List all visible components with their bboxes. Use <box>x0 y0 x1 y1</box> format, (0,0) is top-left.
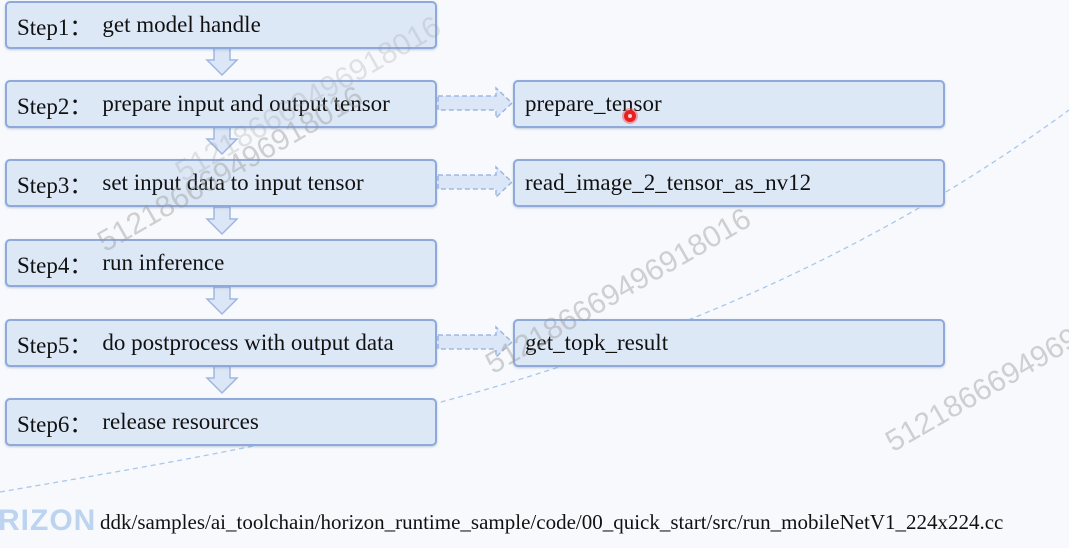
function-get-topk: get_topk_result <box>513 319 945 367</box>
horizon-logo: RIZON <box>0 504 97 537</box>
step-description: prepare input and output tensor <box>102 91 390 116</box>
step-number: Step4： <box>17 253 93 278</box>
step-description: set input data to input tensor <box>102 170 364 195</box>
step-2-box: Step2： prepare input and output tensor <box>5 80 437 128</box>
step-number: Step3： <box>17 173 93 198</box>
function-read-image: read_image_2_tensor_as_nv12 <box>513 159 945 207</box>
step-description: get model handle <box>102 12 261 37</box>
step-description: release resources <box>102 409 259 434</box>
down-arrow <box>205 206 239 236</box>
step-number: Step1： <box>17 15 93 40</box>
step-number: Step5： <box>17 333 93 358</box>
step-number: Step2： <box>17 94 93 119</box>
step-5-box: Step5： do postprocess with output data <box>5 319 437 367</box>
function-prepare-tensor: prepare_tensor <box>513 80 945 128</box>
function-label: read_image_2_tensor_as_nv12 <box>525 170 812 195</box>
down-arrow <box>205 286 239 316</box>
step-number: Step6： <box>17 412 93 437</box>
source-file-path: ddk/samples/ai_toolchain/horizon_runtime… <box>100 510 1004 534</box>
step-description: run inference <box>102 250 225 275</box>
function-label: get_topk_result <box>525 330 669 355</box>
down-arrow <box>205 365 239 395</box>
cursor-pointer-icon <box>624 110 636 122</box>
right-dashed-arrow <box>437 325 514 359</box>
step-description: do postprocess with output data <box>102 330 394 355</box>
step-3-box: Step3： set input data to input tensor <box>5 159 437 207</box>
step-4-box: Step4： run inference <box>5 239 437 287</box>
right-dashed-arrow <box>437 165 514 199</box>
function-label: prepare_tensor <box>525 91 662 116</box>
down-arrow <box>205 47 239 77</box>
right-dashed-arrow <box>437 86 514 120</box>
down-arrow <box>205 126 239 156</box>
step-1-box: Step1： get model handle <box>5 1 437 49</box>
step-6-box: Step6： release resources <box>5 398 437 446</box>
